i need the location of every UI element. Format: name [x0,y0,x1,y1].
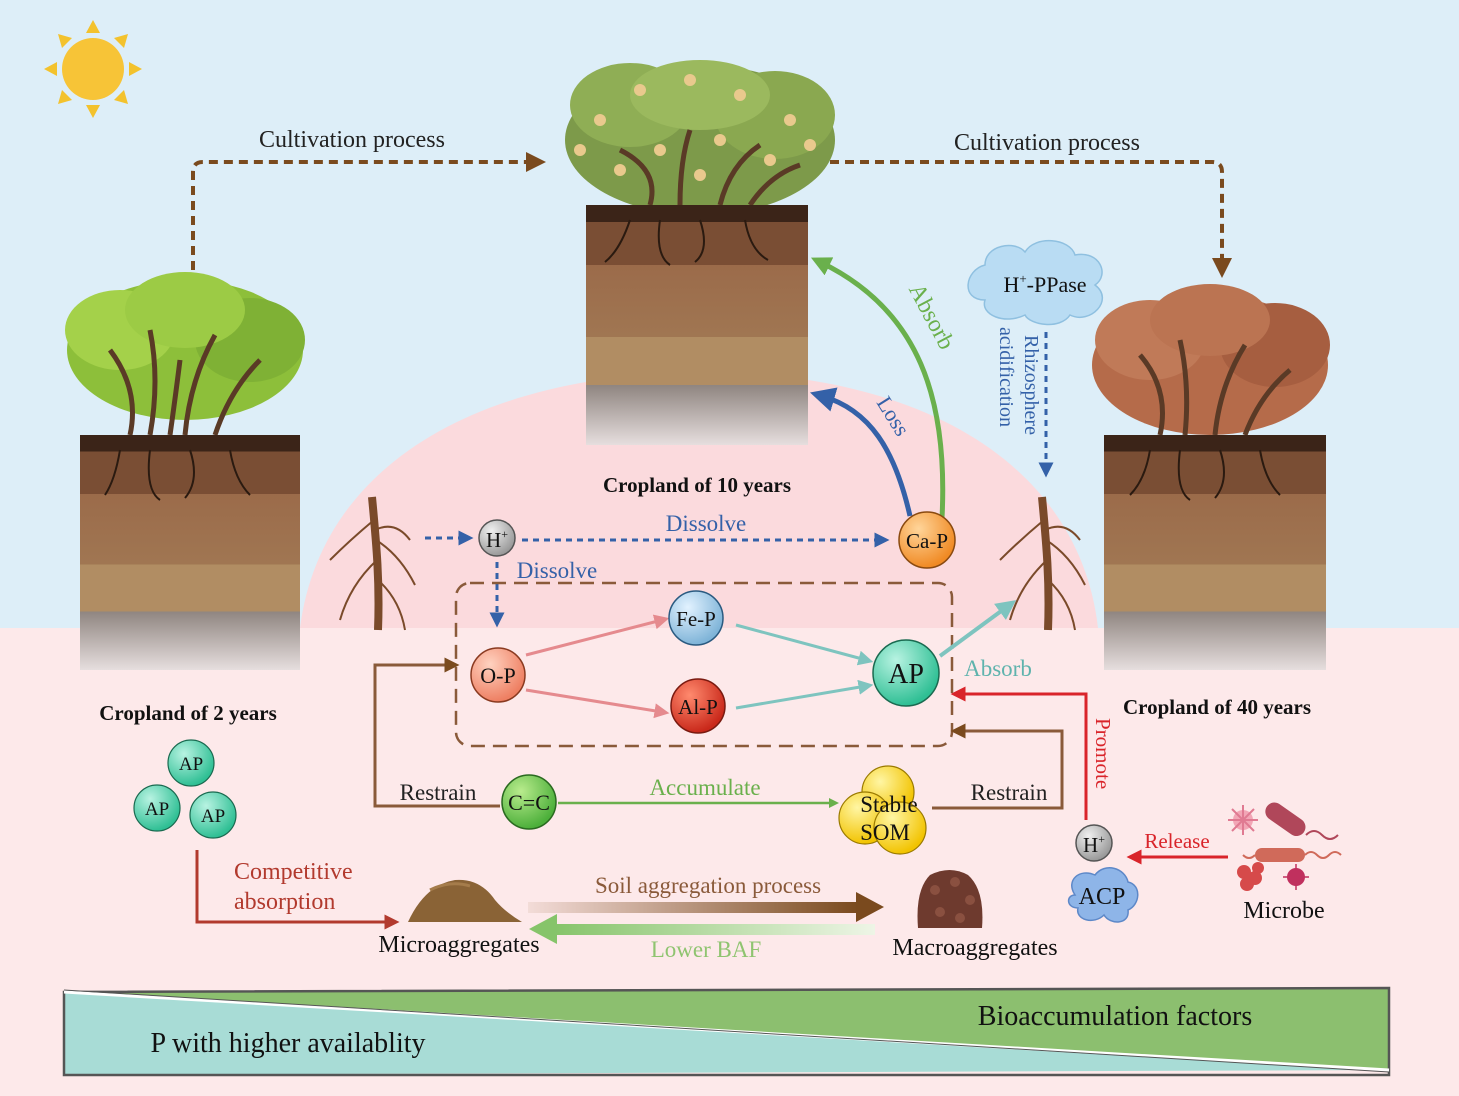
macroaggregates-label: Macroaggregates [892,935,1057,961]
cultivation-label-left: Cultivation process [259,127,445,153]
ap-ball-2: AP [133,784,181,832]
rhizosphere-dome [300,372,1098,628]
op-to-fep-arrow [525,614,670,657]
cropland-10-years-label: Cropland of 10 years [603,473,791,497]
virus-icon [1228,805,1258,835]
lower-baf-label: Lower BAF [651,937,762,962]
svg-text:Ca-P: Ca-P [906,529,948,553]
cropland-2-years-label: Cropland of 2 years [99,701,277,725]
microaggregates-label: Microaggregates [378,932,539,958]
green-shrub-icon [65,272,305,436]
flowering-shrub-icon [565,60,835,215]
restrain-arrow-right [932,723,1064,810]
accumulate-label: Accumulate [649,775,760,800]
cluster-microbe-icon [1237,862,1264,891]
acp-enzyme-icon: ACP [1067,867,1139,923]
absorb-label-right: Absorb [964,656,1032,681]
promote-arrow [950,686,1088,820]
ca-p-node: Ca-P [898,511,956,569]
h-plus-node: H+ [478,519,516,557]
h-plus-node-acp: H+ [1075,824,1113,862]
dissolve-label-top: Dissolve [666,511,747,536]
svg-text:C=C: C=C [508,790,550,815]
stable-som-node: Stable SOM [838,765,927,855]
restrain-label-right: Restrain [971,780,1048,805]
phosphorus-forms-box [454,581,954,748]
spore-icon [1283,864,1309,890]
cropland-40-years-illustration [1092,284,1330,670]
promote-label: Promote [1091,718,1115,789]
competitive-label: Competitive [234,859,353,885]
restrain-arrow-left [373,657,500,808]
cropland-2-years-illustration [65,272,305,670]
svg-text:AP: AP [179,754,203,775]
soil-aggregation-label: Soil aggregation process [595,873,821,898]
soil-aggregation-arrow [528,892,884,922]
bioaccumulation-label: Bioaccumulation factors [978,1001,1252,1032]
competitive-absorption-arrow [195,850,400,930]
svg-text:O-P: O-P [480,663,515,688]
svg-text:AP: AP [145,799,169,820]
absorption-label: absorption [234,889,335,915]
fep-to-ap-arrow [735,623,874,666]
microaggregates-icon [408,879,522,922]
cultivation-arrow-right [830,160,1232,278]
cultivation-label-right: Cultivation process [954,130,1140,156]
cropland-40-years-label: Cropland of 40 years [1123,695,1311,719]
sun-icon [44,20,142,118]
cultivation-arrow-left [191,152,546,300]
restrain-label-left: Restrain [400,780,477,805]
svg-text:H+: H+ [1083,832,1105,857]
h-ppase-label: H+-PPase [1003,271,1086,297]
op-to-alp-arrow [525,688,670,719]
acp-label: ACP [1079,884,1126,910]
svg-text:Stable: Stable [860,792,918,817]
o-p-node: O-P [470,647,526,703]
microbe-icons [1228,802,1342,891]
ap-absorb-arrow [938,600,1017,658]
svg-text:AP: AP [888,659,924,690]
acidification-label: acidification [995,327,1017,427]
rhizosphere-label: Rhizosphere [1020,335,1042,435]
svg-text:H+: H+ [486,527,508,552]
fe-p-node: Fe-P [668,590,724,646]
release-label: Release [1144,829,1209,853]
svg-text:AP: AP [201,806,225,827]
absorb-arrow-top [810,257,946,519]
c-eq-c-node: C=C [501,774,557,830]
bacterium-icon [1265,802,1339,840]
gradient-bar [62,986,1391,1077]
root-icon-right [999,496,1086,631]
root-icon-left [329,496,416,631]
ap-ball-3: AP [189,791,237,839]
svg-text:Al-P: Al-P [678,695,718,719]
rod-bacterium-icon [1242,848,1342,862]
cropland-10-years-illustration [565,60,835,445]
svg-text:SOM: SOM [860,820,910,845]
withered-shrub-icon [1092,284,1330,436]
p-availability-label: P with higher availablity [150,1028,425,1059]
loss-arrow [810,387,913,517]
al-p-node: Al-P [670,678,726,734]
macroaggregates-icon [917,870,983,928]
ap-ball-1: AP [167,739,215,787]
ap-node-center: AP [872,639,940,707]
microbe-label: Microbe [1243,898,1324,924]
lower-baf-arrow [529,914,875,944]
svg-text:Fe-P: Fe-P [676,607,716,631]
h-ppase-cloud: H+-PPase [967,239,1103,326]
alp-to-ap-arrow [735,679,874,710]
dissolve-label-left: Dissolve [517,558,598,583]
